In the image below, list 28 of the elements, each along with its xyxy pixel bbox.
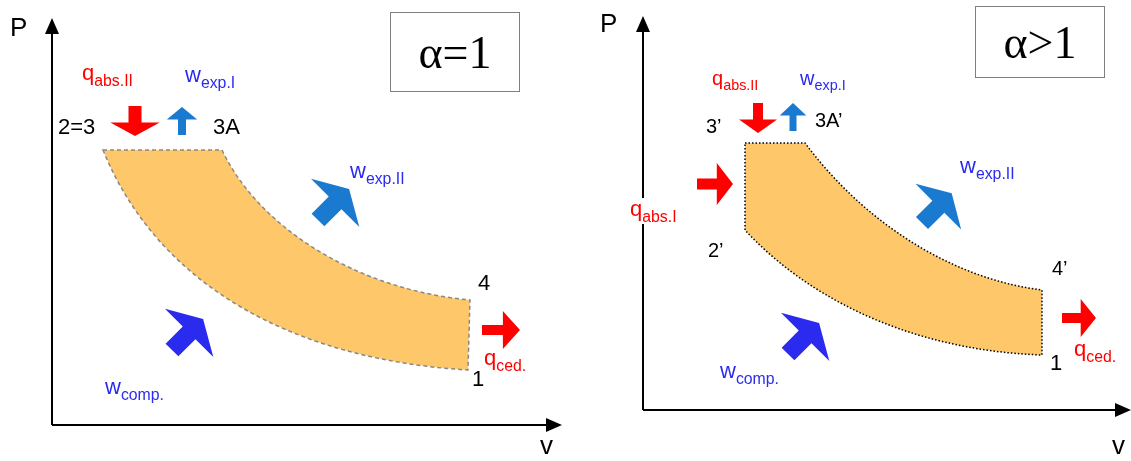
heat-label: q$_{ced.}$ [484, 347, 527, 374]
heat-label: q$_{abs.I}$ [630, 198, 677, 225]
state-label: 2’ [708, 240, 724, 260]
heat-label: q$_{abs.II}$ [82, 62, 133, 89]
axis-label: v [1112, 432, 1125, 458]
state-label: 3A’ [815, 110, 843, 130]
work-label: w$_{exp.I}$ [185, 64, 236, 91]
axis-label: P [10, 14, 28, 40]
state-label: 1 [1050, 352, 1063, 374]
state-label: 3A [213, 116, 240, 138]
state-label: 4’ [1052, 258, 1068, 278]
work-label: w$_{comp.}$ [720, 360, 779, 387]
state-label: 4 [478, 272, 491, 294]
state-label: 2=3 [58, 116, 96, 138]
work-label: w$_{exp.II}$ [960, 155, 1015, 182]
heat-label: q$_{abs.II}$ [712, 68, 759, 93]
work-label: w$_{exp.II}$ [350, 160, 405, 187]
state-label: 1 [472, 368, 485, 390]
axis-label: v [540, 432, 553, 458]
ratio-box [390, 12, 520, 92]
ratio-text: α>1 [1003, 15, 1077, 69]
work-label: w$_{exp.I}$ [800, 68, 846, 93]
state-label: 3’ [706, 116, 722, 136]
axis-label: P [600, 10, 618, 36]
ratio-text: α=1 [418, 25, 492, 79]
work-label: w$_{comp.}$ [105, 376, 164, 403]
ratio-box [975, 6, 1105, 78]
heat-label: q$_{ced.}$ [1074, 338, 1117, 365]
